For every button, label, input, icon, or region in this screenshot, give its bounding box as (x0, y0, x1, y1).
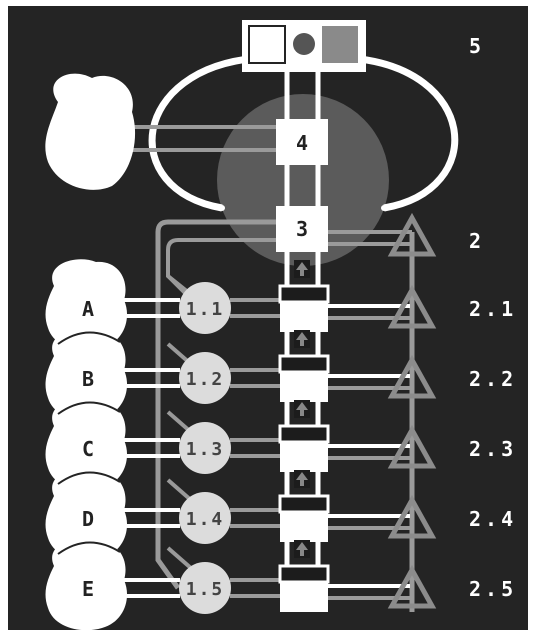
blob-label: C (82, 437, 94, 461)
label-2-3: 2.3 (469, 437, 517, 461)
up-arrow-icon (296, 542, 308, 550)
left-bus-outer (155, 219, 280, 590)
block-top (278, 424, 330, 444)
up-arrow-stem (300, 270, 304, 276)
label-2-2: 2.2 (469, 367, 517, 391)
blob-shape (45, 539, 128, 631)
up-arrow-icon (296, 332, 308, 340)
block-top (278, 284, 330, 304)
up-arrow-stem (300, 410, 304, 416)
input-circles: 1.1 1.2 1.3 1.4 1.5 (179, 282, 231, 614)
triangle-icon (387, 354, 437, 399)
block-body (280, 442, 328, 472)
top-left-blob (45, 73, 136, 190)
label-2-1: 2.1 (469, 297, 517, 321)
left-arc (148, 54, 259, 212)
node-circle (179, 352, 231, 404)
input-blobs: A B C D E (45, 259, 128, 631)
triangle-icon (387, 284, 437, 329)
triangle-icon (387, 564, 437, 609)
up-arrow-icon (296, 402, 308, 410)
circle-label: 1.3 (186, 439, 225, 460)
circle-label: 1.5 (186, 579, 225, 600)
triangle-icon (387, 424, 437, 469)
blob-label: B (82, 367, 94, 391)
node-circle (179, 282, 231, 334)
arc-dot-left (219, 205, 225, 211)
block-top (278, 354, 330, 374)
central-blocks (278, 260, 330, 612)
label-5: 5 (469, 34, 481, 58)
blob-shape (45, 259, 128, 351)
up-arrow-icon (296, 472, 308, 480)
triangle-icon (387, 494, 437, 539)
up-arrow-stem (300, 550, 304, 556)
block-body (280, 582, 328, 612)
block-body (280, 512, 328, 542)
up-arrow-stem (300, 480, 304, 486)
up-arrow-icon (296, 262, 308, 270)
circle-label: 1.2 (186, 369, 225, 390)
node-circle (179, 422, 231, 474)
circle-label: 1.1 (186, 299, 225, 320)
blob-shape (45, 329, 128, 421)
blob-label: A (82, 297, 94, 321)
blob-outline (57, 401, 121, 415)
blob-shape (45, 469, 128, 561)
grey-square-icon (322, 26, 358, 63)
block-top (278, 564, 330, 584)
white-square-icon (248, 25, 286, 64)
blob-outline (57, 541, 121, 555)
label-2: 2 (469, 229, 481, 253)
blob-outline (57, 471, 121, 485)
blob-label: D (82, 507, 94, 531)
label-2-5: 2.5 (469, 577, 517, 601)
box-4 (276, 119, 328, 165)
arc-dot-right (381, 205, 387, 211)
box-3 (276, 206, 328, 252)
block-body (280, 302, 328, 332)
block-top (278, 494, 330, 514)
circle-label: 1.4 (186, 509, 225, 530)
triangle-icon (387, 212, 437, 257)
box-3-label: 3 (296, 217, 308, 241)
block-body (280, 372, 328, 402)
label-2-4: 2.4 (469, 507, 517, 531)
node-circle (179, 492, 231, 544)
node-circle (179, 562, 231, 614)
box-4-label: 4 (296, 131, 308, 155)
triangles (387, 212, 437, 609)
blob-outline (57, 331, 121, 345)
up-arrow-stem (300, 340, 304, 346)
right-arc (349, 54, 459, 212)
blob-label: E (82, 577, 94, 601)
grey-dot-icon (293, 33, 315, 55)
left-bus-inner (166, 238, 280, 302)
blob-shape (45, 399, 128, 491)
